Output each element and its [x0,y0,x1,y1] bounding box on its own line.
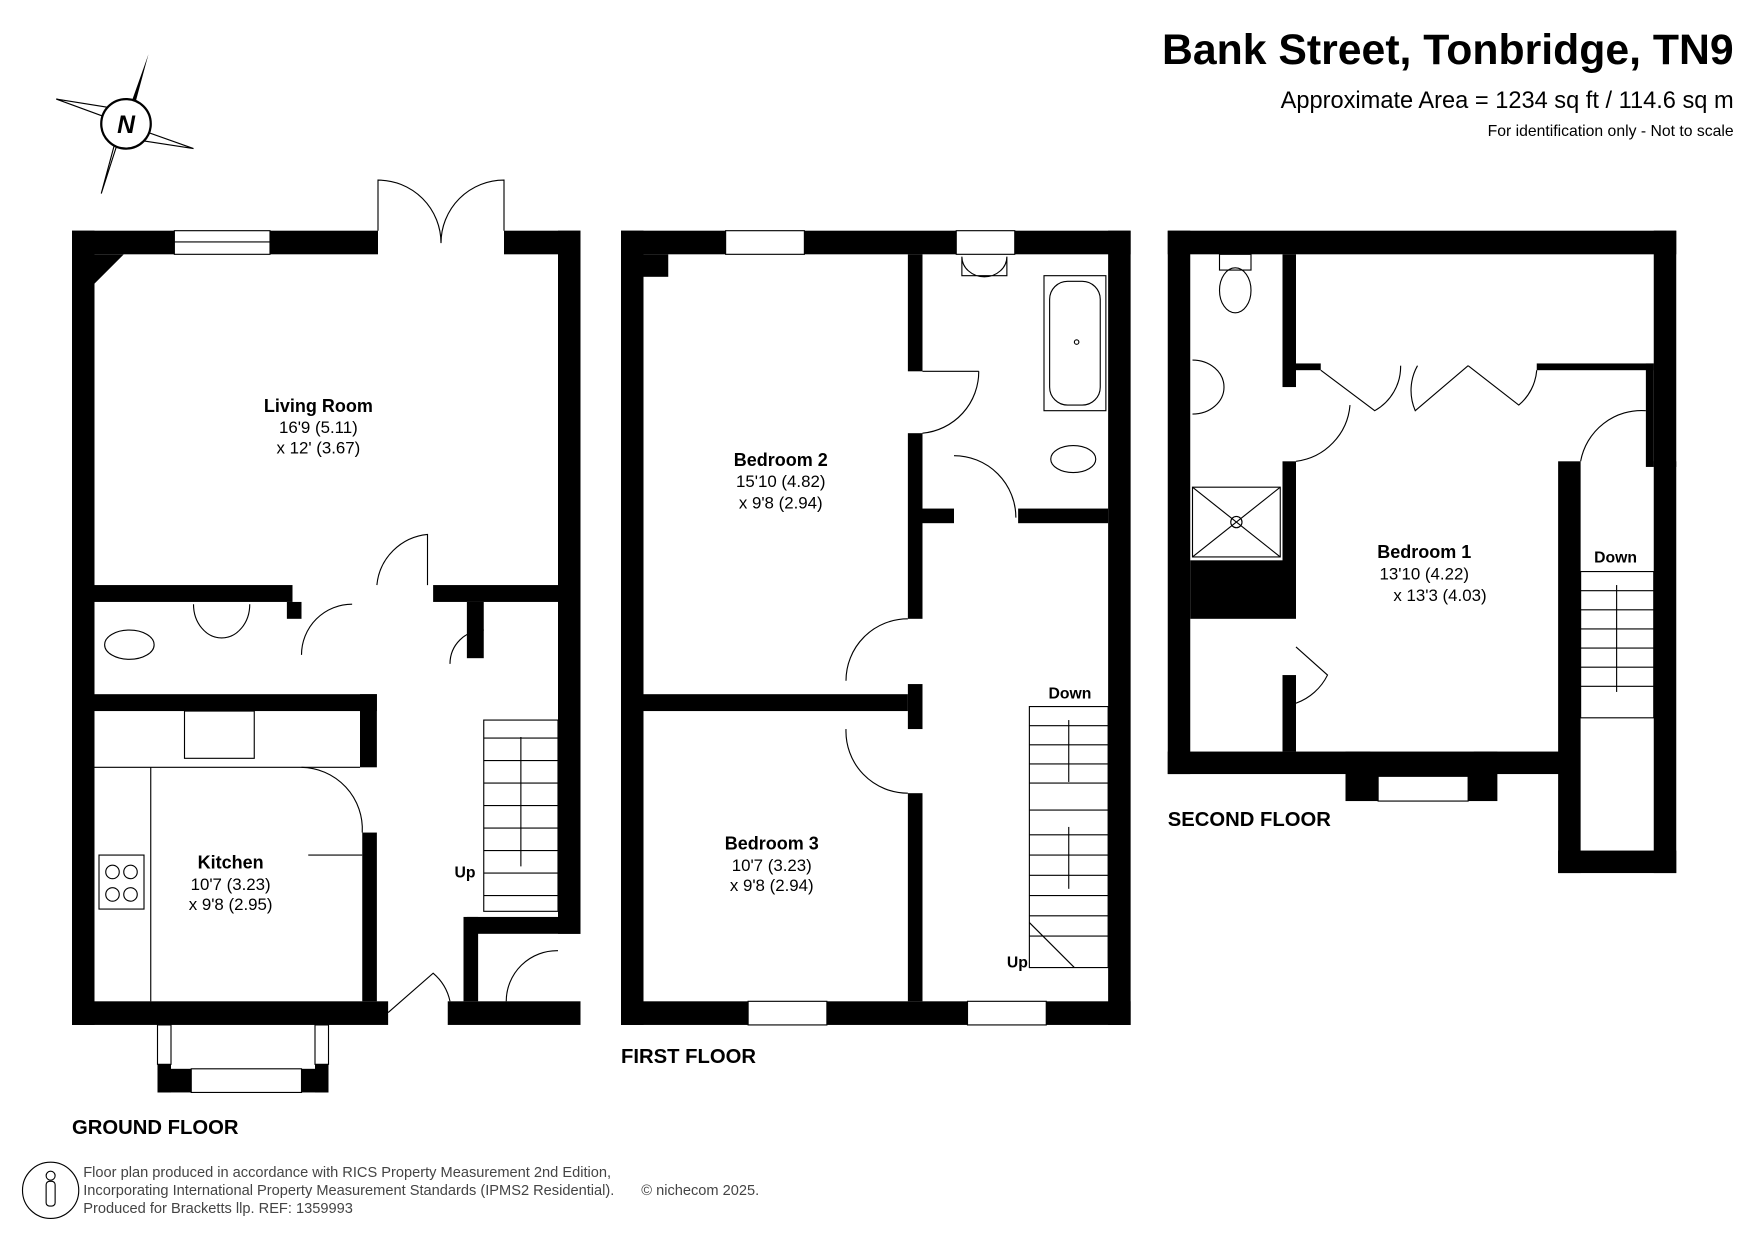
bedroom-1-dim1: 13'10 (4.22) [1380,564,1469,583]
kitchen-dim1: 10'7 (3.23) [191,875,271,894]
bedroom-1-dim2: x 13'3 (4.03) [1393,586,1486,605]
stairs-up-label: Up [1007,955,1028,972]
bedroom-3-dim2: x 9'8 (2.94) [730,876,814,895]
living-room-dim1: 16'9 (5.11) [279,418,358,437]
footer-line-1: Floor plan produced in accordance with R… [83,1165,611,1181]
kitchen-label: Kitchen [198,853,264,873]
stairs [483,719,559,912]
bedroom-1-label: Bedroom 1 [1377,542,1471,562]
bedroom-3-label: Bedroom 3 [725,833,819,853]
compass-label: N [117,112,136,139]
approximate-area: Approximate Area = 1234 sq ft / 114.6 sq… [1281,88,1734,114]
living-room-label: Living Room [264,396,373,416]
first-floor-plan: Down Up Bedroom 2 15'10 (4.82) x 9'8 (2.… [621,230,1131,1068]
footer-line-3: Produced for Bracketts llp. REF: 1359993 [83,1201,353,1217]
stairs-down-label: Down [1594,550,1637,567]
second-floor-label: SECOND FLOOR [1168,809,1332,831]
kitchen-dim2: x 9'8 (2.95) [189,895,273,914]
property-title: Bank Street, Tonbridge, TN9 [1162,26,1734,74]
disclaimer: For identification only - Not to scale [1488,123,1734,140]
stairs [1580,571,1655,719]
stairs [1028,706,1109,969]
person-icon [21,1161,80,1219]
compass-icon: N [56,54,194,194]
copyright: © nichecom 2025. [641,1183,759,1199]
stairs-up-label: Up [455,865,476,882]
bedroom-2-label: Bedroom 2 [734,450,828,470]
ground-floor-plan: Living Room 16'9 (5.11) x 12' (3.67) Kit… [72,179,581,1139]
footer-line-2: Incorporating International Property Mea… [83,1183,614,1199]
stairs-down-label: Down [1049,686,1092,703]
bedroom-2-dim2: x 9'8 (2.94) [739,494,823,513]
bedroom-2-dim1: 15'10 (4.82) [736,472,825,491]
ground-floor-label: GROUND FLOOR [72,1117,239,1139]
second-floor-plan: Down Bedroom 1 13'10 (4.22) x 13'3 (4.03… [1167,230,1677,874]
first-floor-label: FIRST FLOOR [621,1046,756,1068]
bedroom-3-dim1: 10'7 (3.23) [732,856,812,875]
living-room-dim2: x 12' (3.67) [276,438,360,457]
